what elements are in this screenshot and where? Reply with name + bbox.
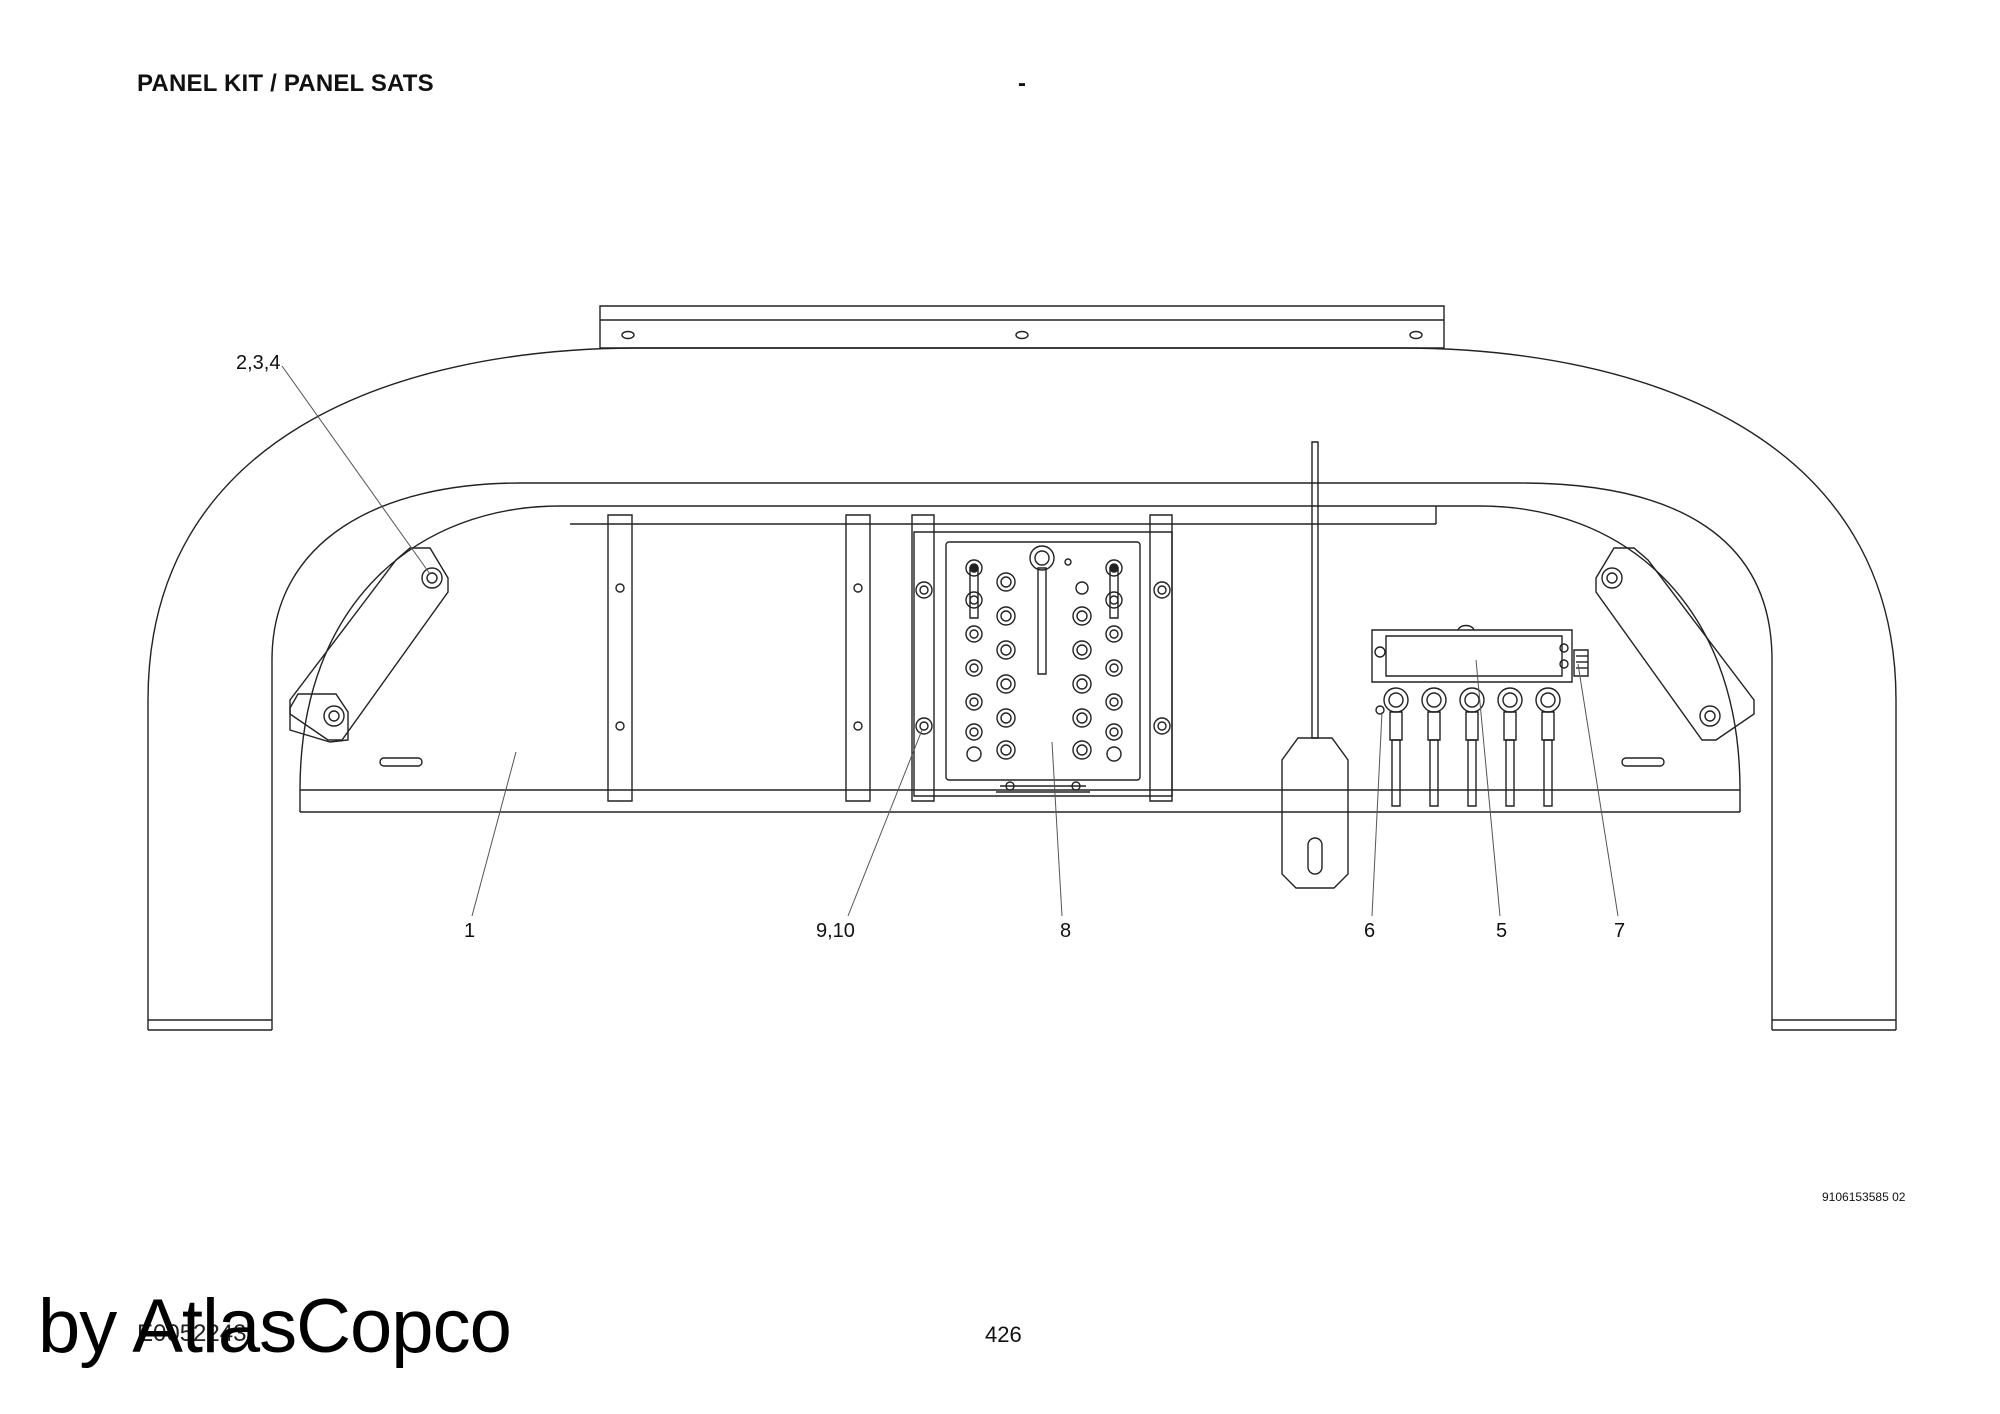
leader-1 [472,752,516,916]
page-title: PANEL KIT / PANEL SATS [137,70,434,97]
leader-8 [1052,742,1062,916]
leader-7 [1578,664,1618,916]
arch-frame [148,348,1896,1030]
hanging-lever [1282,442,1348,888]
leader-5 [1476,660,1500,916]
right-brackets [1596,548,1754,740]
callout-8: 8 [1060,920,1072,942]
top-bracket [600,306,1444,348]
valve-block [1372,626,1588,807]
watermark: by AtlasCopco [38,1284,512,1369]
callout-7: 7 [1614,920,1626,942]
callout-2-3-4: 2,3,4 [236,352,281,374]
page-number: 426 [985,1322,1022,1347]
panel-plate [300,506,1740,812]
callout-1: 1 [464,920,476,942]
header-separator: - [1018,70,1026,97]
left-brackets [290,548,448,742]
leader-910 [848,730,922,916]
callout-9-10: 9,10 [816,920,855,942]
callout-5: 5 [1496,920,1508,942]
document-number: 9106153585 02 [1822,1190,1906,1204]
control-panel [914,532,1172,796]
leader-234 [282,366,430,574]
callout-6: 6 [1364,920,1376,942]
figure-reference: E0052243 [137,1320,247,1347]
leader-6 [1372,712,1382,916]
